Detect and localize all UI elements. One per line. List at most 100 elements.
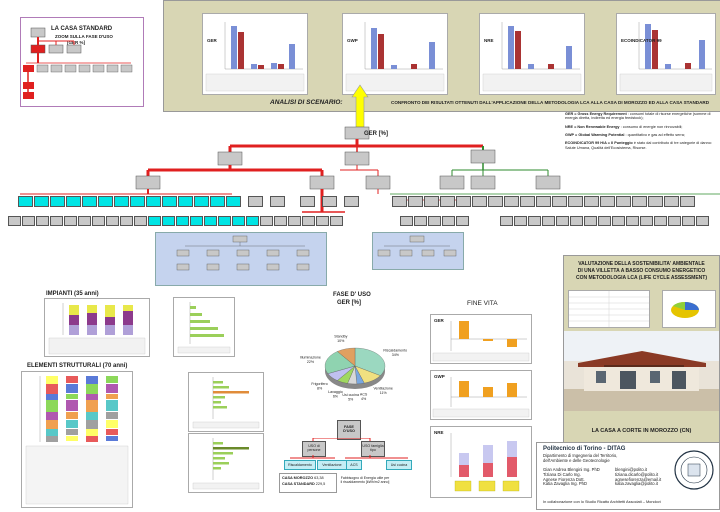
- fabbisogno-title: Fabbisogno di Energia utile per il risca…: [340, 476, 390, 485]
- tree-node: [584, 216, 597, 226]
- stack-segment: [106, 436, 118, 441]
- pie-value-label: 34%: [392, 353, 400, 357]
- tree-node: [600, 196, 615, 207]
- stack-segment: [46, 376, 58, 384]
- stack-segment: [86, 420, 98, 429]
- tree-node: [194, 196, 209, 207]
- tree-root-label: GER [%]: [364, 131, 388, 137]
- pie-label: Ventilazione: [373, 387, 392, 391]
- stack-segment: [86, 429, 98, 436]
- tree-node: [50, 196, 65, 207]
- logo-people: Gian Andrea Blengini Ing. PhD Tiziana Di…: [543, 467, 600, 487]
- tree-node: [106, 216, 119, 226]
- pie-value-label: 6%: [333, 395, 339, 399]
- blue-zone-tree: [176, 235, 310, 271]
- stack-segment: [86, 384, 98, 394]
- tree-node: [664, 196, 679, 207]
- tree-node: [640, 216, 653, 226]
- tree-node: [488, 196, 503, 207]
- stack-segment: [66, 376, 78, 383]
- scenario-label: ANALISI DI SCENARIO:: [270, 99, 343, 106]
- usi-cucina-box: Usi cucina: [386, 460, 412, 470]
- tree-node: [528, 216, 541, 226]
- tree-node: [36, 216, 49, 226]
- tree-node: [556, 216, 569, 226]
- tree-node: [428, 216, 441, 226]
- headline-pie: [662, 290, 716, 328]
- tree-node: [442, 216, 455, 226]
- tree-node: [302, 216, 315, 226]
- stack-segment: [66, 412, 78, 419]
- tree-node: [668, 216, 681, 226]
- tree-node: [514, 216, 527, 226]
- fase-uso-title2: GER [%]: [337, 300, 361, 306]
- stack-segment: [106, 384, 118, 393]
- zoom-title: LA CASA STANDARD: [51, 26, 113, 32]
- zoom-tree: [23, 27, 133, 99]
- politecnico-seal-icon: [674, 450, 714, 490]
- tree-node: [248, 196, 263, 207]
- impianti-chart: [44, 298, 150, 357]
- impianti-title: IMPIANTI (35 anni): [46, 291, 99, 297]
- stack-segment: [46, 420, 58, 429]
- tree-node: [400, 216, 413, 226]
- tree-node: [456, 216, 469, 226]
- pie-slice: [324, 351, 356, 374]
- stack-segment: [66, 420, 78, 428]
- legend-gwp: GWP = Global Warming Potential: [565, 133, 625, 138]
- uso-persone-box: USO di persone: [302, 441, 326, 457]
- impianti-hbar-chart: [173, 297, 235, 357]
- tree-node: [92, 216, 105, 226]
- fine-vita-gwp: GWP: [430, 370, 532, 420]
- tree-node: [114, 196, 129, 207]
- tree-node: [210, 196, 225, 207]
- tree-node: [134, 216, 147, 226]
- scenario-chart-nre: NRE: [479, 13, 585, 95]
- scenario-chart-eco: ECOINDICATOR 99: [616, 13, 716, 95]
- stack-segment: [46, 394, 58, 400]
- stack-segment: [46, 412, 58, 420]
- scenario-ger-bars: [205, 22, 305, 92]
- stack-segment: [66, 394, 78, 399]
- logo-block: Politecnico di Torino - DITAG Dipartimen…: [536, 442, 720, 510]
- fine-vita-ger: GER: [430, 314, 532, 364]
- tree-node: [50, 216, 63, 226]
- risc-box: Riscaldamento: [284, 460, 316, 470]
- pie-value-label: 10%: [337, 339, 345, 343]
- legend-block: GER = Gross Energy Requirement : consumi…: [565, 112, 712, 150]
- stack-segment: [46, 436, 58, 442]
- stack-segment: [106, 420, 118, 428]
- logo-collab: In collaborazione con lo Studio Ricatto …: [543, 499, 661, 504]
- stack-segment: [106, 376, 118, 383]
- headline-table: [568, 290, 650, 328]
- tree-node: [616, 196, 631, 207]
- legend-eco: ECOINDICATOR 99 H/A = Il Punteggio: [565, 141, 633, 146]
- fine-vita-title: FINE VITA: [467, 300, 498, 307]
- pie-label: Standby: [334, 334, 347, 338]
- house-caption: LA CASA A CORTE IN MOROZZO (CN): [591, 428, 692, 434]
- tree-node: [246, 216, 259, 226]
- scenario-eco-bars: [619, 22, 713, 92]
- headline-l3: CON METODOLOGIA LCA (LIFE CYCLE ASSESSME…: [575, 275, 708, 281]
- fase-uso-pie: Riscaldamento34%Ventilazione11%ACS4%Usi …: [300, 334, 407, 401]
- stack-segment: [106, 429, 118, 435]
- stack-segment: [106, 400, 118, 411]
- blue-zone-right-tree: [377, 235, 457, 257]
- energy-table: CASA MOROZZO 63,38 CASA STANDARD 229,5: [279, 473, 337, 493]
- tree-node: [330, 216, 343, 226]
- scenario-text: CONFRONTO DEI RISULTATI OTTENUTI DALL'AP…: [391, 100, 710, 105]
- legend-ger: GER = Gross Energy Requirement: [565, 112, 627, 116]
- pie-value-label: 5%: [348, 397, 354, 401]
- tree-node: [654, 216, 667, 226]
- zoom-sub1: ZOOM SULLA FASE D'USO: [55, 34, 113, 39]
- fase-uso-center-box: FASE D'USO: [337, 420, 361, 440]
- pie-label: Frigorifero: [311, 382, 327, 386]
- tree-node: [472, 196, 487, 207]
- tree-node: [8, 216, 21, 226]
- tree-node: [570, 216, 583, 226]
- tree-node: [322, 196, 337, 207]
- tree-row-pink: [0, 216, 720, 234]
- tree-node: [536, 196, 551, 207]
- tree-node: [520, 196, 535, 207]
- pie-label: Riscaldamento: [383, 349, 407, 353]
